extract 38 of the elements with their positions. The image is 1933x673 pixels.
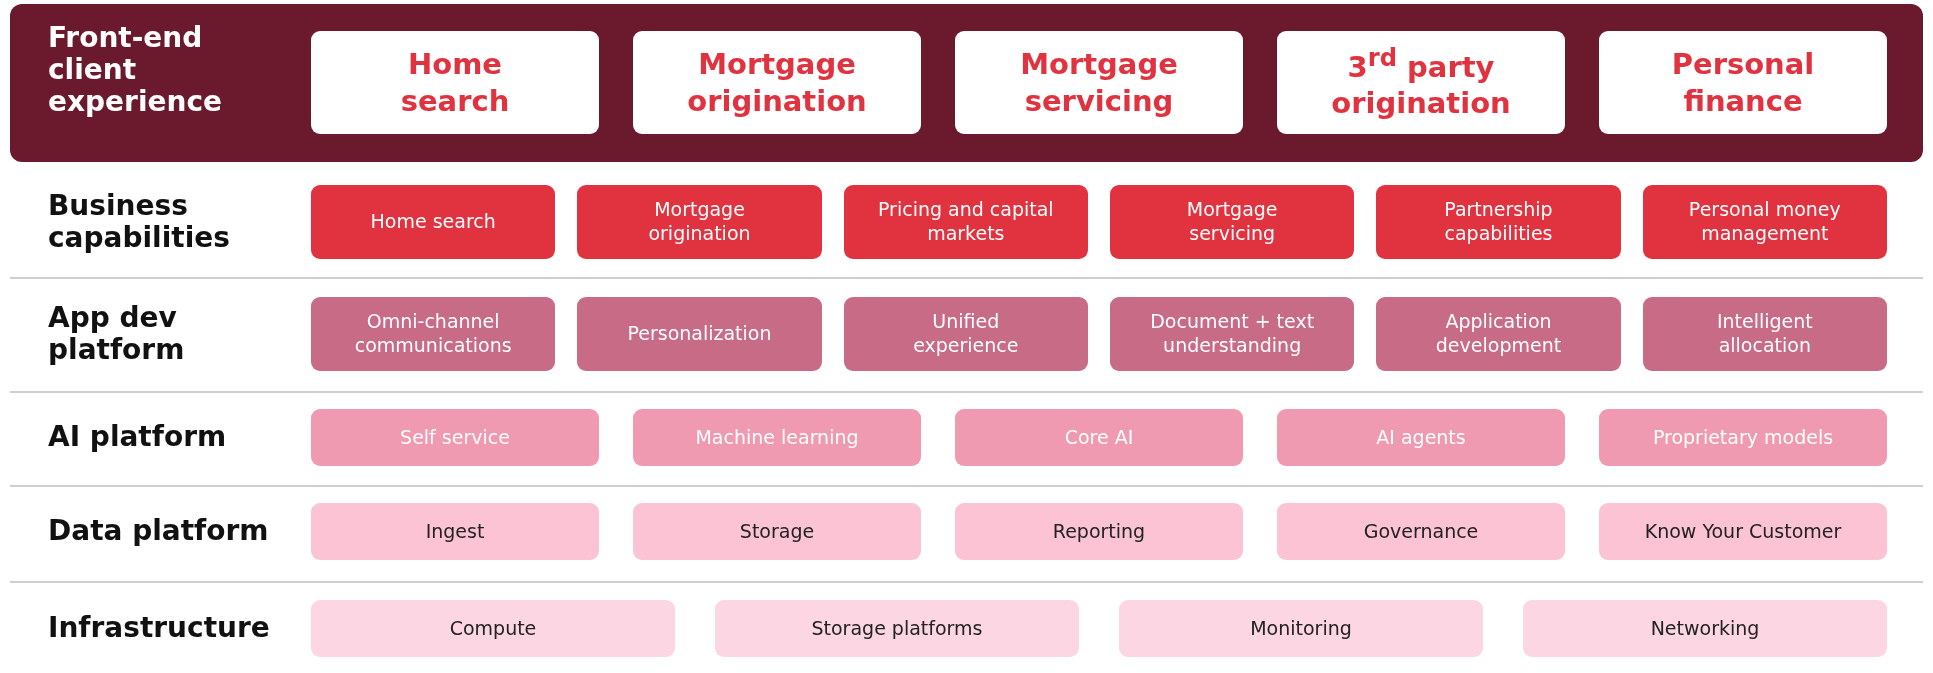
capability-box: Partnership capabilities	[1376, 185, 1621, 259]
capability-card: Mortgage servicing	[955, 31, 1243, 134]
platform-box: Core AI	[955, 409, 1243, 466]
platform-box: Proprietary models	[1599, 409, 1887, 466]
platform-box: Unified experience	[843, 297, 1088, 371]
platform-box: Machine learning	[633, 409, 921, 466]
platform-box: Storage platforms	[715, 600, 1079, 657]
capability-box: Personal money management	[1642, 185, 1887, 259]
platform-box: Know Your Customer	[1599, 503, 1887, 560]
platform-box: Networking	[1523, 600, 1887, 657]
platform-box: Omni-channel communications	[311, 297, 556, 371]
platform-box: Personalization	[577, 297, 822, 371]
row-heading: App dev platform	[48, 299, 186, 368]
capability-card: Personal finance	[1599, 31, 1887, 134]
platform-box: Self service	[311, 409, 599, 466]
capability-box: Mortgage servicing	[1110, 185, 1355, 259]
platform-box: Ingest	[311, 503, 599, 560]
capability-card: Home search	[311, 31, 599, 134]
platform-box: Application development	[1376, 297, 1621, 371]
capability-box: Home search	[311, 185, 556, 259]
platform-box: Document + text understanding	[1110, 297, 1355, 371]
platform-box: Compute	[311, 600, 675, 657]
capability-box: Mortgage origination	[577, 185, 822, 259]
capability-card: Mortgage origination	[633, 31, 921, 134]
platform-box: Intelligent allocation	[1642, 297, 1887, 371]
platform-box: Storage	[633, 503, 921, 560]
capability-card: 3$^{rd}$ party origination	[1277, 31, 1565, 134]
row-heading: Data platform	[48, 513, 270, 550]
capability-box: Pricing and capital markets	[843, 185, 1088, 259]
platform-box: Governance	[1277, 503, 1565, 560]
row-heading: Business capabilities	[48, 187, 231, 256]
platform-box: Reporting	[955, 503, 1243, 560]
row-heading: AI platform	[48, 419, 228, 456]
platform-box: Monitoring	[1119, 600, 1483, 657]
row-heading: Infrastructure	[48, 610, 271, 647]
row-heading: Front-end client experience	[48, 22, 223, 119]
platform-box: AI agents	[1277, 409, 1565, 466]
header-band	[10, 4, 1923, 162]
